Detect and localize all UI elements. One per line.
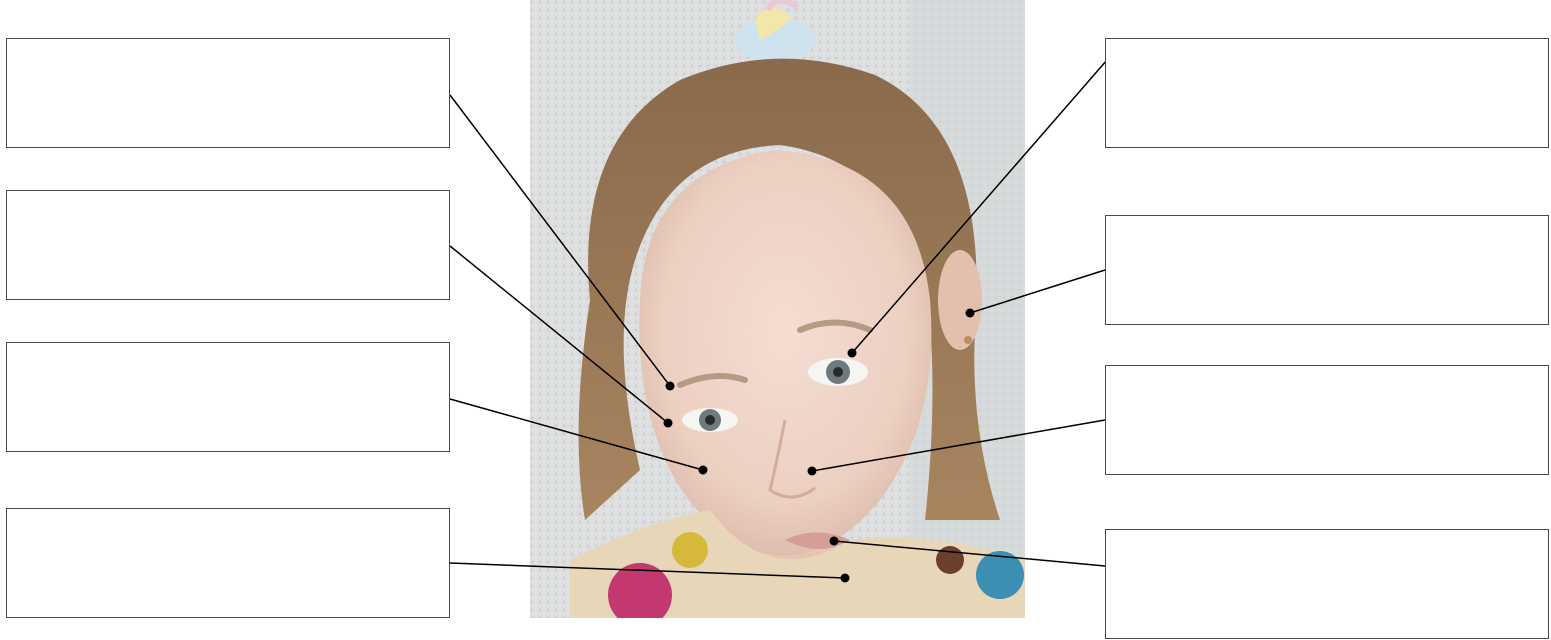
label-box-mouth[interactable] (1105, 529, 1549, 639)
label-box-cheek-left[interactable] (6, 342, 450, 452)
label-box-ear[interactable] (1105, 215, 1549, 325)
label-box-eye-right[interactable] (1105, 38, 1549, 148)
label-box-chin-neck[interactable] (6, 508, 450, 618)
label-box-forehead[interactable] (6, 38, 450, 148)
child-face-photo (530, 0, 1025, 618)
label-box-eye-left[interactable] (6, 190, 450, 300)
label-box-nose[interactable] (1105, 365, 1549, 475)
